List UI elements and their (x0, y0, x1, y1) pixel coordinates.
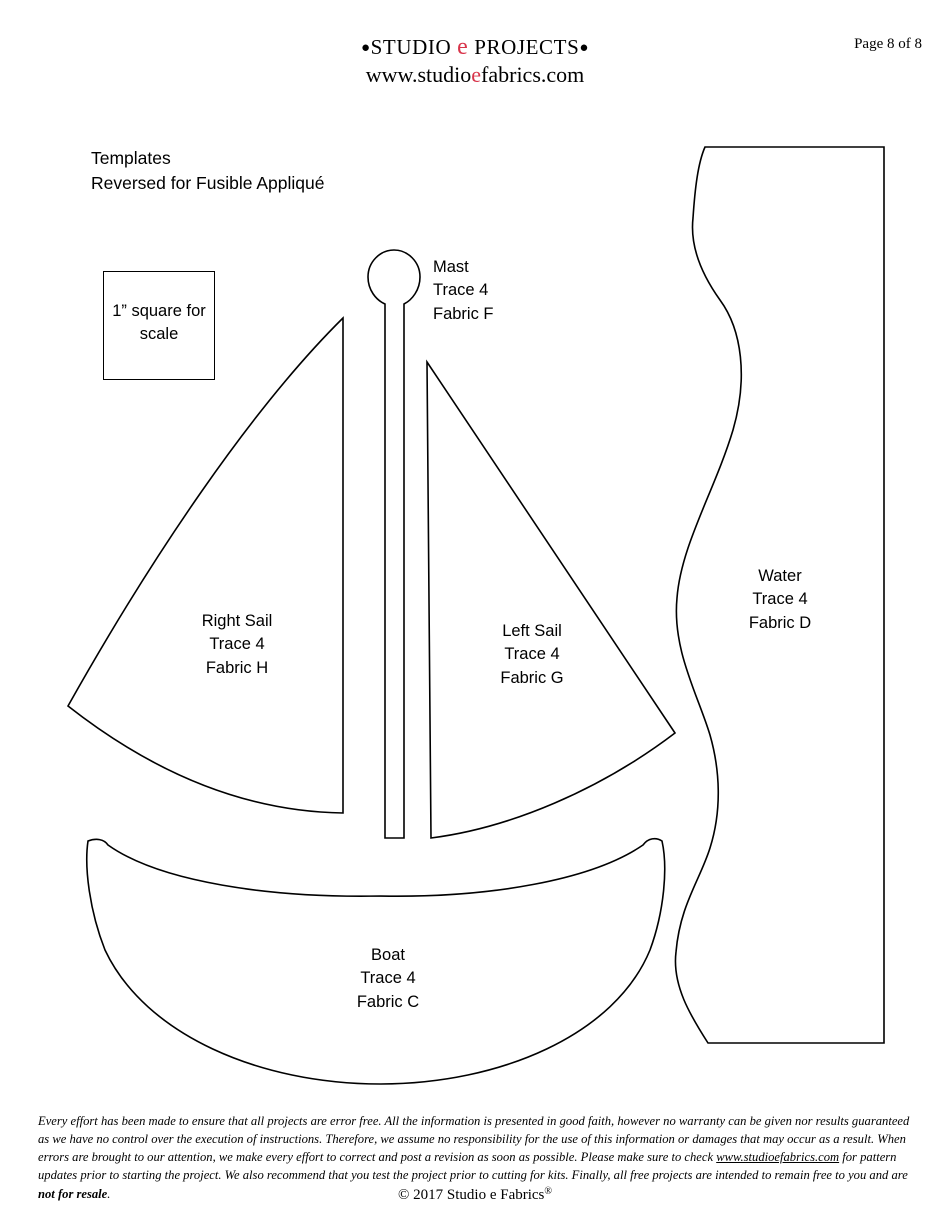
label-right-sail-trace: Trace 4 (209, 635, 265, 654)
label-left-sail-name: Left Sail (502, 622, 562, 640)
label-right-sail: Right Sail Trace 4 Fabric H (137, 610, 337, 680)
label-water: Water Trace 4 Fabric D (700, 565, 860, 635)
bullet-left-icon: ● (360, 40, 371, 56)
copyright-line: © 2017 Studio e Fabrics® (0, 1186, 950, 1204)
brand-word-studio: STUDIO (370, 35, 452, 59)
left-sail-shape (426, 359, 677, 839)
label-left-sail-fabric: Fabric G (500, 668, 564, 687)
label-water-fabric: Fabric D (748, 613, 812, 632)
website-letter-e: e (471, 62, 482, 88)
copyright-text: © 2017 Studio e Fabrics (398, 1187, 545, 1203)
boat-shape (86, 837, 666, 1085)
scale-square-label: 1” square for scale (103, 300, 215, 346)
bullet-right-icon: ● (579, 40, 590, 56)
page-number: Page 8 of 8 (854, 36, 922, 52)
studioefabrics-link[interactable]: www.studioefabrics.com (716, 1150, 840, 1165)
label-water-name: Water (758, 567, 802, 585)
disclaimer-not-for-resale: not for resale (38, 1186, 108, 1201)
right-sail-shape (66, 316, 344, 814)
mast-shape (367, 249, 421, 839)
label-water-trace: Trace 4 (752, 590, 808, 609)
scale-square-line2: for scale (139, 302, 206, 343)
label-boat-name: Boat (371, 946, 405, 964)
disclaimer-part-c: . (107, 1186, 111, 1201)
label-boat: Boat Trace 4 Fabric C (288, 944, 488, 1014)
templates-caption: Templates Reversed for Fusible Appliqué (91, 146, 324, 196)
website-suffix: fabrics.com (481, 62, 585, 88)
brand-title: ●STUDIO e PROJECTS● (0, 34, 950, 60)
label-mast: Mast Trace 4 Fabric F (433, 256, 494, 326)
label-left-sail: Left Sail Trace 4 Fabric G (432, 620, 632, 690)
disclaimer-part-b: for pattern updates prior to starting th… (38, 1150, 908, 1183)
brand-website: www.studioefabrics.com (0, 63, 950, 87)
registered-mark-icon: ® (544, 1186, 552, 1197)
brand-letter-e: e (457, 34, 469, 60)
label-left-sail-trace: Trace 4 (504, 645, 560, 664)
brand-header: ●STUDIO e PROJECTS● www.studioefabrics.c… (0, 34, 950, 88)
label-mast-fabric: Fabric F (433, 304, 494, 323)
scale-square-line1: 1” square (112, 302, 182, 320)
scale-square (103, 271, 215, 380)
label-right-sail-name: Right Sail (201, 612, 273, 630)
disclaimer-text: Every effort has been made to ensure tha… (38, 1112, 914, 1203)
label-boat-fabric: Fabric C (356, 992, 420, 1011)
label-boat-trace: Trace 4 (360, 969, 416, 988)
website-prefix: www.studio (365, 62, 472, 88)
brand-word-projects: PROJECTS (474, 35, 580, 59)
label-mast-trace: Trace 4 (433, 281, 489, 300)
templates-caption-line1: Templates (91, 148, 171, 168)
water-shape (674, 146, 885, 1044)
label-right-sail-fabric: Fabric H (205, 658, 269, 677)
label-mast-name: Mast (433, 258, 469, 276)
templates-caption-line2: Reversed for Fusible Appliqué (91, 172, 325, 193)
disclaimer-part-a: Every effort has been made to ensure tha… (38, 1114, 910, 1165)
